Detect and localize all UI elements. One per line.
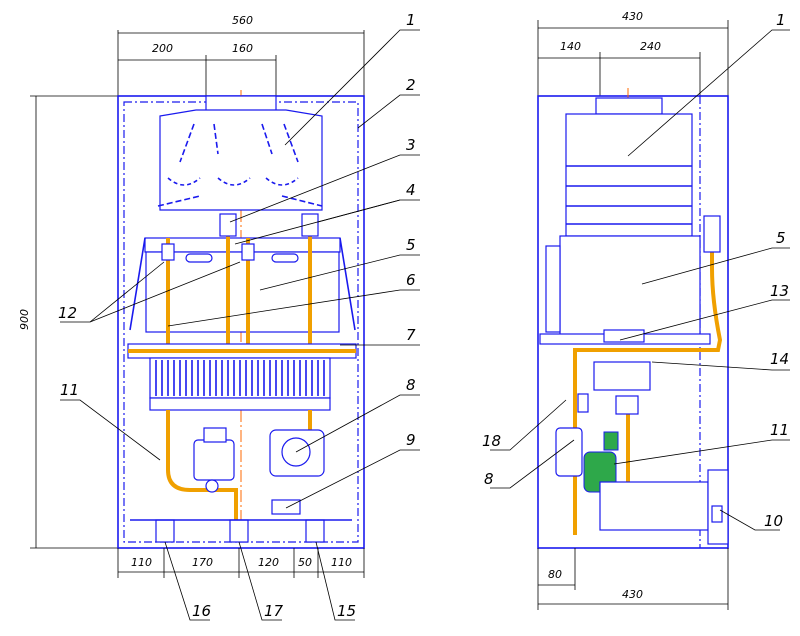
dim-bottom-2: 170 [192, 556, 213, 569]
dim-bottom-1: 110 [131, 556, 152, 569]
side-callout-18: 18 [482, 432, 501, 450]
callout-3: 3 [406, 136, 416, 154]
side-callout-5: 5 [776, 229, 786, 247]
dim-height: 900 [18, 309, 31, 330]
side-view: 430 140 240 [482, 10, 790, 610]
dim-flue-width: 160 [232, 42, 253, 55]
dim-bottom-5: 110 [331, 556, 352, 569]
callout-9: 9 [406, 431, 416, 449]
side-dim-left: 140 [560, 40, 581, 53]
dim-left-offset: 200 [152, 42, 173, 55]
side-callout-8: 8 [484, 470, 494, 488]
side-callout-11: 11 [770, 421, 789, 439]
callout-16: 16 [192, 602, 211, 620]
side-dim-bottom-offset: 80 [548, 568, 562, 581]
dim-overall-width: 560 [232, 14, 253, 27]
side-dim-overall-bottom: 430 [622, 588, 643, 601]
side-callout-14: 14 [770, 350, 789, 368]
side-callout-1: 1 [776, 11, 786, 29]
callout-4: 4 [406, 181, 416, 199]
callout-5: 5 [406, 236, 416, 254]
callout-12: 12 [58, 304, 77, 322]
callout-17: 17 [264, 602, 284, 620]
radiator-fins [155, 360, 325, 396]
callout-8: 8 [406, 376, 416, 394]
front-leaders [60, 29, 420, 621]
dim-bottom-4: 50 [298, 556, 312, 569]
side-callout-13: 13 [770, 282, 789, 300]
callout-15: 15 [337, 602, 356, 620]
callout-2: 2 [406, 76, 416, 94]
callout-1: 1 [406, 11, 416, 29]
side-dim-overall-top: 430 [622, 10, 643, 23]
side-leaders [490, 29, 790, 531]
dim-bottom-3: 120 [258, 556, 279, 569]
side-dim-right: 240 [640, 40, 661, 53]
side-callout-10: 10 [764, 512, 783, 530]
callout-7: 7 [406, 326, 416, 344]
callout-11: 11 [60, 381, 79, 399]
front-view: 560 200 160 900 [18, 11, 420, 621]
callout-6: 6 [406, 271, 416, 289]
